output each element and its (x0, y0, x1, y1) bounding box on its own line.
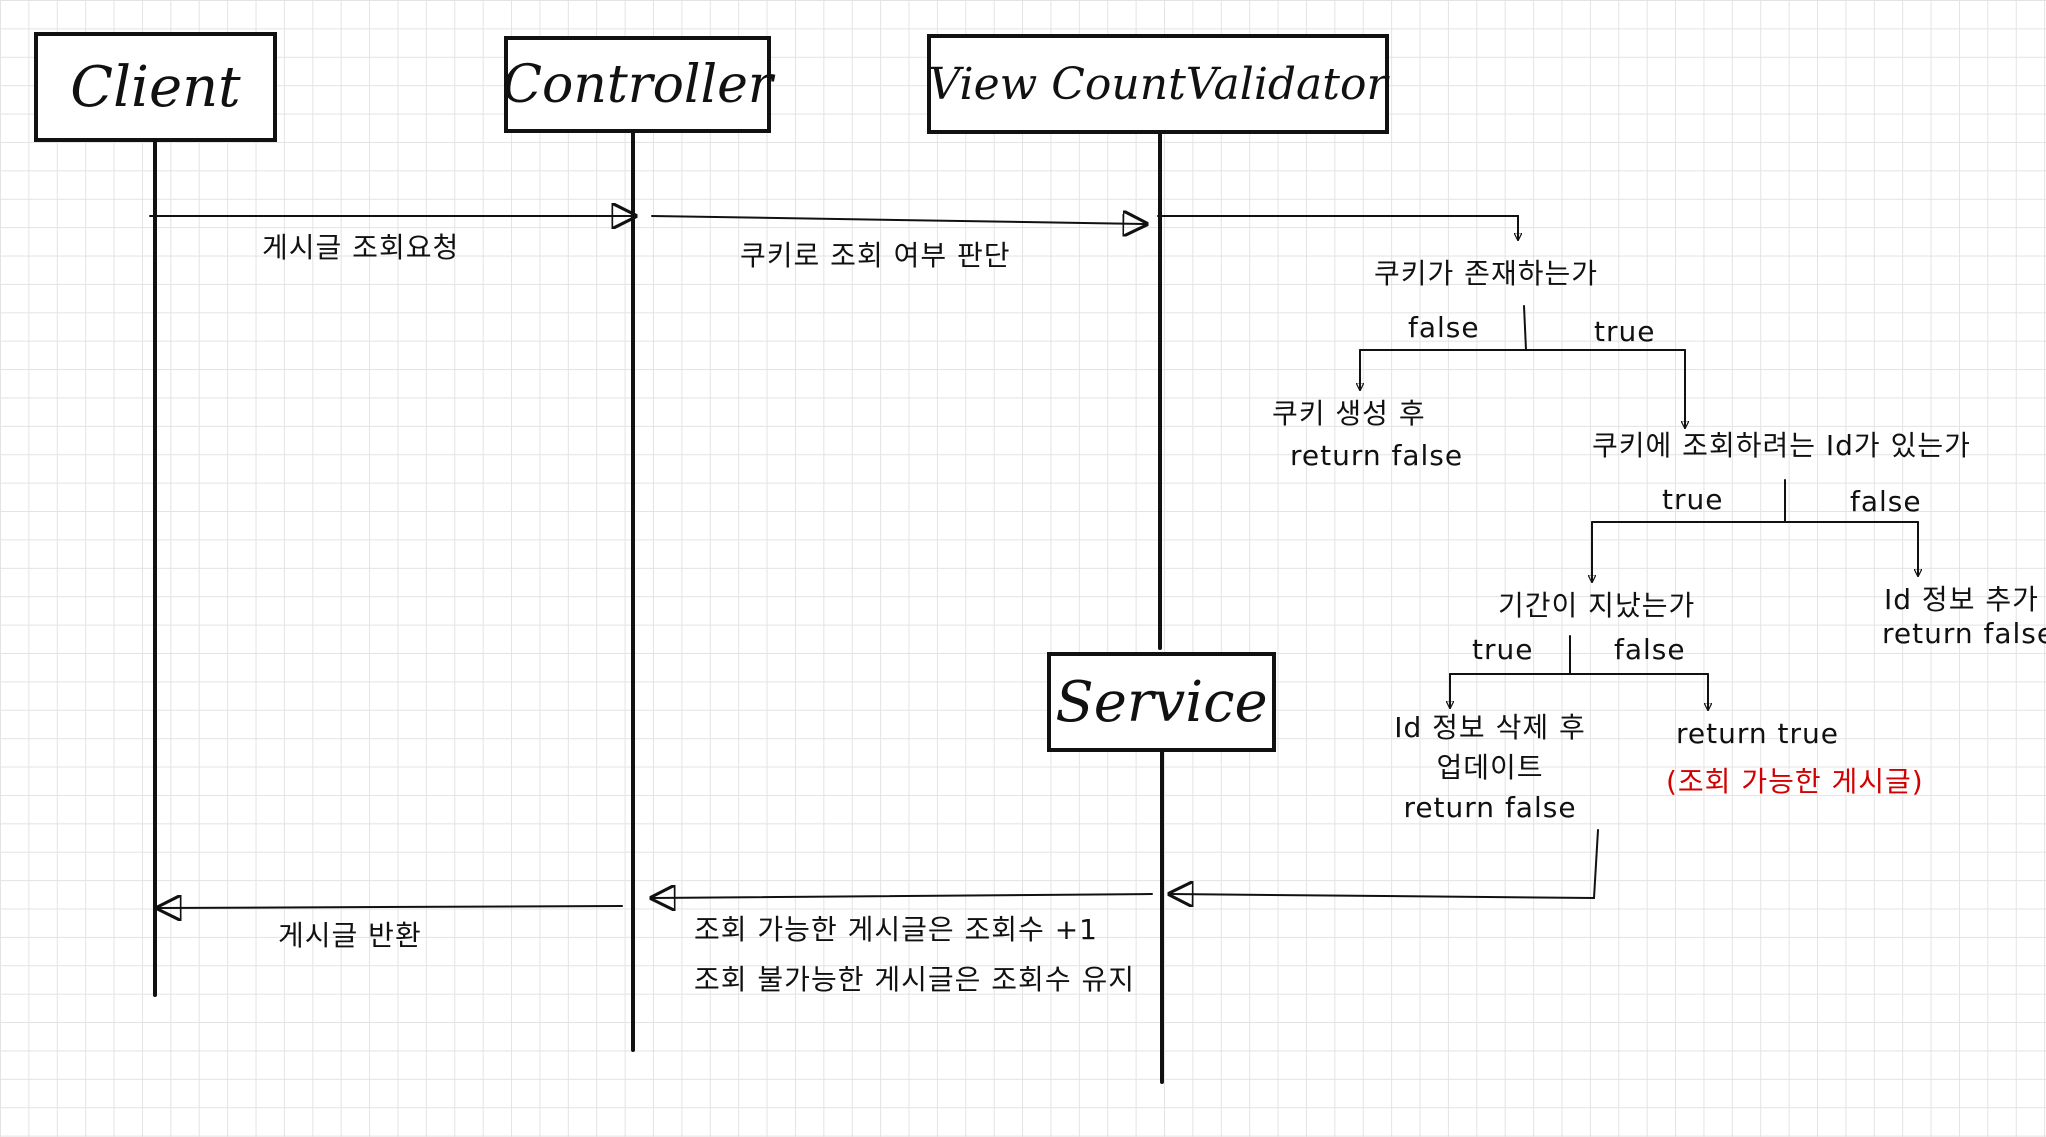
participant-validator-label: View CountValidator (928, 58, 1388, 110)
arrow-service-to-controller (652, 894, 1153, 898)
result-q1-false-line1: 쿠키 생성 후 (1272, 397, 1426, 430)
participant-service-label: Service (1055, 669, 1268, 735)
branch-q1-stem (1523, 305, 1527, 351)
question-id-in-cookie: 쿠키에 조회하려는 Id가 있는가 (1592, 429, 1971, 462)
result-q2-false-line1: Id 정보 추가 (1884, 583, 2039, 616)
label-q1-true: true (1594, 315, 1656, 348)
question-cookie-exists: 쿠키가 존재하는가 (1374, 257, 1598, 290)
result-q3-true-line1: Id 정보 삭제 후 (1394, 711, 1586, 744)
arrow-tree-to-service (1170, 829, 1599, 898)
question-period-passed: 기간이 지났는가 (1498, 589, 1696, 622)
participant-validator: View CountValidator (927, 34, 1389, 134)
participant-service: Service (1047, 652, 1276, 752)
arrow-validator-to-tree (1157, 215, 1518, 241)
participant-controller-label: Controller (502, 54, 773, 115)
result-q1-false-line2: return false (1290, 439, 1464, 472)
arrow-cookie-check (651, 216, 1146, 224)
label-service-result-2: 조회 불가능한 게시글은 조회수 유지 (694, 963, 1136, 996)
result-q3-true-line2: 업데이트 (1436, 751, 1544, 784)
result-q3-false: return true (1676, 717, 1839, 750)
result-q2-false-line2: return false (1882, 617, 2046, 650)
note-viewable-post: (조회 가능한 게시글) (1666, 765, 1924, 798)
label-q3-true: true (1472, 633, 1534, 666)
label-service-result-1: 조회 가능한 게시글은 조회수 +1 (694, 913, 1098, 946)
label-return-post: 게시글 반환 (278, 919, 422, 952)
label-q1-false: false (1408, 311, 1480, 344)
result-q3-true-line3: return false (1403, 791, 1577, 824)
participant-client-label: Client (70, 54, 241, 120)
label-q3-false: false (1614, 633, 1686, 666)
label-q2-true: true (1662, 483, 1724, 516)
label-post-view-request: 게시글 조회요청 (262, 231, 460, 264)
arrow-return-post (158, 906, 623, 908)
participant-client: Client (34, 32, 277, 142)
label-q2-false: false (1850, 485, 1922, 518)
label-cookie-check: 쿠키로 조회 여부 판단 (740, 239, 1011, 272)
participant-controller: Controller (502, 36, 773, 133)
